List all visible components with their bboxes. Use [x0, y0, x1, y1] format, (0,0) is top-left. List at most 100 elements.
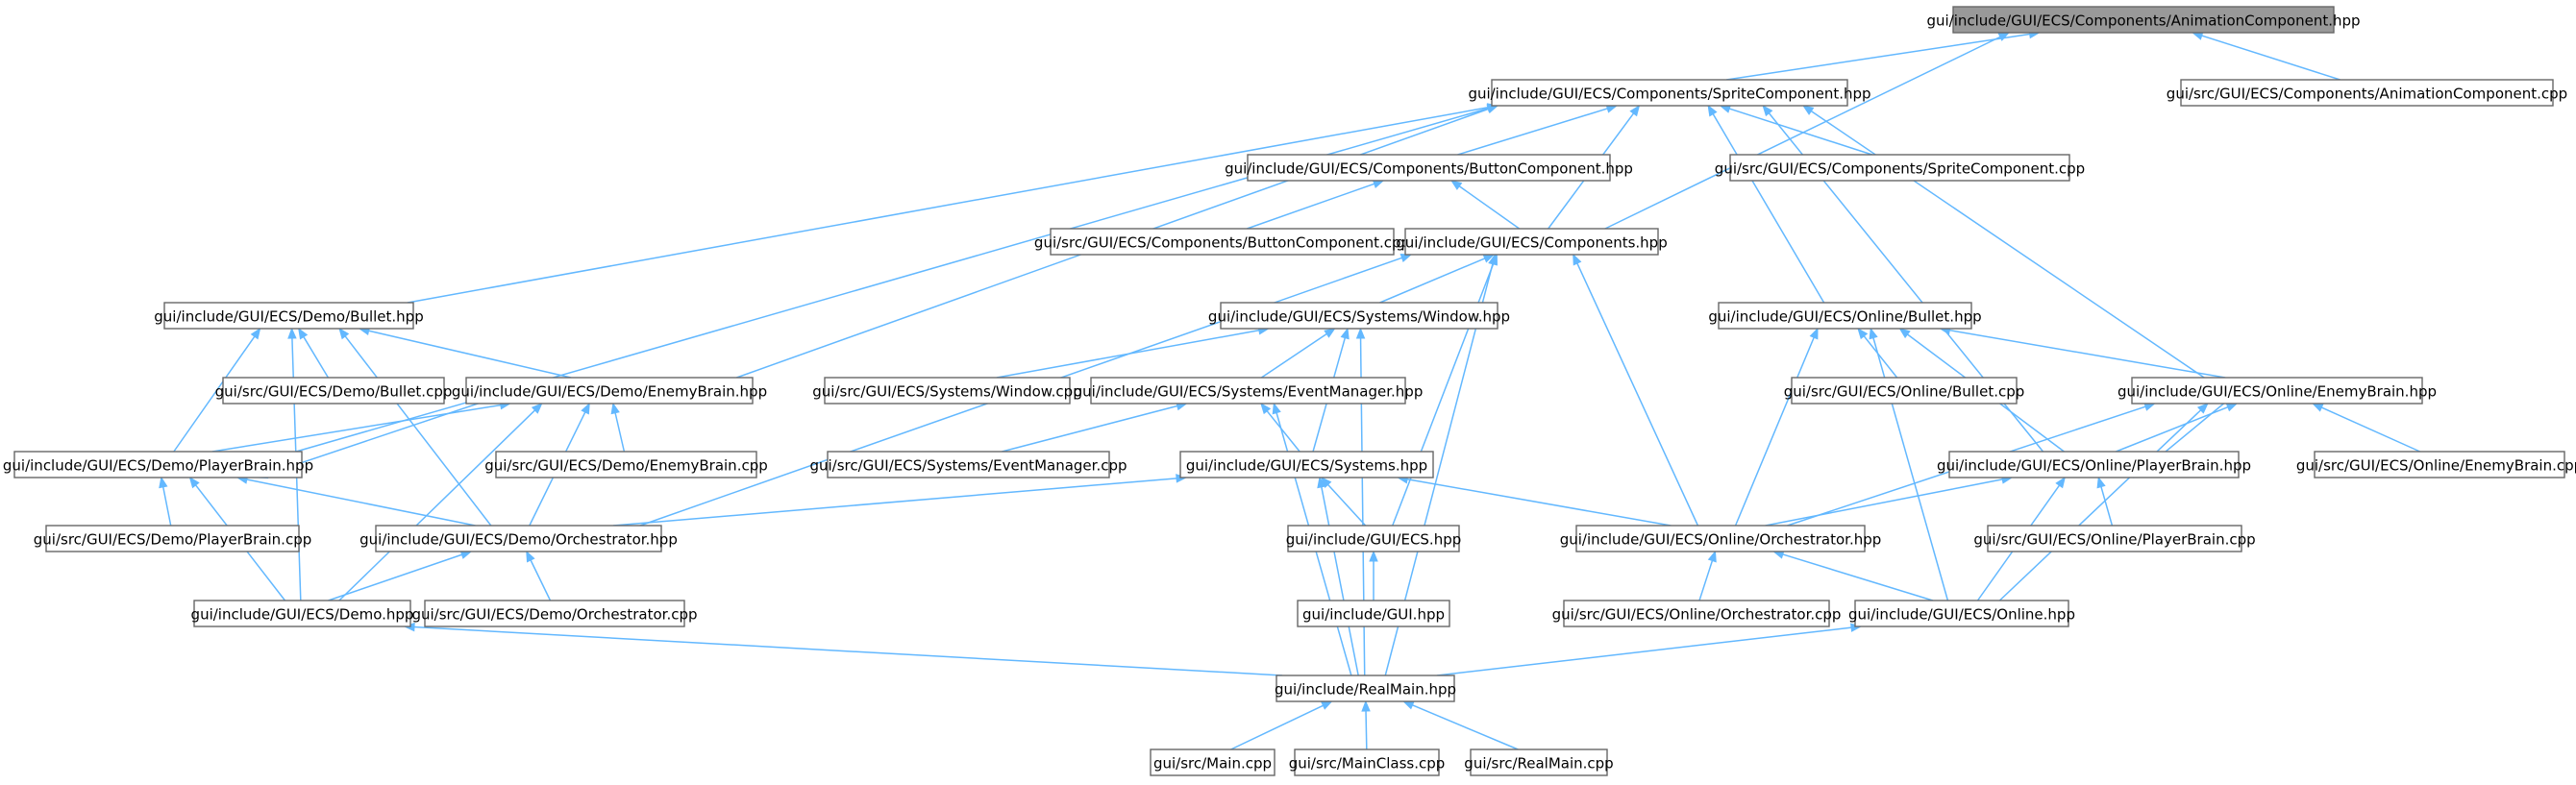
node-demo-bullet-hpp[interactable]: gui/include/GUI/ECS/Demo/Bullet.hpp: [154, 302, 424, 330]
node-box: [1090, 377, 1406, 405]
arrowhead-demo_bullet_hpp: [338, 327, 350, 340]
edge-online_hpp-to-online_enemy_hpp: [1998, 409, 2202, 601]
edge-demo_hpp-to-demo_orch_hpp: [328, 553, 462, 601]
node-label: gui/include/GUI/ECS/Online/PlayerBrain.h…: [1937, 457, 2251, 475]
node-online-bullet-cpp[interactable]: gui/src/GUI/ECS/Online/Bullet.cpp: [1784, 377, 2025, 405]
node-components-hpp[interactable]: gui/include/GUI/ECS/Components.hpp: [1396, 228, 1668, 256]
node-main-cpp[interactable]: gui/src/Main.cpp: [1150, 748, 1276, 776]
node-box: [1718, 302, 1972, 330]
node-gui-hpp[interactable]: gui/include/GUI.hpp: [1297, 600, 1450, 627]
node-box: [1276, 675, 1455, 702]
node-box: [2131, 377, 2423, 405]
node-box: [1287, 525, 1460, 552]
node-online-orch-cpp[interactable]: gui/src/GUI/ECS/Online/Orchestrator.cpp: [1552, 600, 1842, 627]
node-label: gui/include/RealMain.hpp: [1275, 681, 1456, 699]
arrowhead-demo_bullet_hpp: [250, 327, 261, 340]
node-eventmgr-cpp[interactable]: gui/src/GUI/ECS/Systems/EventManager.cpp: [809, 451, 1127, 478]
node-label: gui/src/GUI/ECS/Components/AnimationComp…: [2167, 86, 2567, 103]
node-box: [1220, 302, 1499, 330]
node-mainclass-cpp[interactable]: gui/src/MainClass.cpp: [1289, 748, 1446, 776]
edge-button_cpp-to-button_hpp: [1247, 183, 1375, 230]
node-box: [1050, 228, 1395, 256]
node-button-hpp[interactable]: gui/include/GUI/ECS/Components/ButtonCom…: [1225, 154, 1633, 182]
node-label: gui/include/GUI/ECS/Systems/EventManager…: [1074, 383, 1424, 401]
node-online-enemy-cpp[interactable]: gui/src/GUI/ECS/Online/EnemyBrain.cpp: [2296, 451, 2576, 478]
arrowhead-sprite_hpp: [1629, 104, 1641, 117]
node-label: gui/src/GUI/ECS/Demo/Orchestrator.cpp: [411, 606, 697, 624]
edge-demo_orch_cpp-to-demo_orch_hpp: [530, 559, 552, 601]
node-demo-orch-cpp[interactable]: gui/src/GUI/ECS/Demo/Orchestrator.cpp: [411, 600, 698, 627]
node-sprite-hpp[interactable]: gui/include/GUI/ECS/Components/SpriteCom…: [1468, 79, 1871, 107]
arrowhead-online_bullet_hpp: [1869, 327, 1878, 340]
node-box: [2314, 451, 2565, 478]
arrowhead-button_hpp: [1449, 180, 1463, 190]
node-box: [1948, 451, 2240, 478]
node-sprite-cpp[interactable]: gui/src/GUI/ECS/Components/SpriteCompone…: [1715, 154, 2085, 182]
node-anim-cpp[interactable]: gui/src/GUI/ECS/Components/AnimationComp…: [2167, 79, 2567, 107]
arrowhead-online_bullet_hpp: [1898, 328, 1911, 339]
node-demo-enemy-cpp[interactable]: gui/src/GUI/ECS/Demo/EnemyBrain.cpp: [484, 451, 768, 478]
edge-online_enemy_hpp-to-online_bullet_hpp: [1949, 329, 2226, 379]
node-anim-hpp[interactable]: gui/include/GUI/ECS/Components/Animation…: [1926, 6, 2361, 34]
node-box: [1294, 748, 1440, 776]
node-online-orch-hpp[interactable]: gui/include/GUI/ECS/Online/Orchestrator.…: [1560, 525, 1882, 552]
arrowhead-online_enemy_hpp: [2225, 403, 2239, 412]
node-box: [495, 451, 757, 478]
node-window-cpp[interactable]: gui/src/GUI/ECS/Systems/Window.cpp: [812, 377, 1082, 405]
node-label: gui/src/GUI/ECS/Demo/EnemyBrain.cpp: [484, 457, 768, 475]
node-demo-enemy-hpp[interactable]: gui/include/GUI/ECS/Demo/EnemyBrain.hpp: [452, 377, 767, 405]
node-online-enemy-hpp[interactable]: gui/include/GUI/ECS/Online/EnemyBrain.hp…: [2118, 377, 2437, 405]
node-ecs-hpp[interactable]: gui/include/GUI/ECS.hpp: [1286, 525, 1462, 552]
node-label: gui/src/RealMain.cpp: [1464, 755, 1613, 773]
arrowhead-online_enemy_hpp: [2311, 403, 2324, 412]
edge-demo_orch_hpp-to-demo_bullet_hpp: [344, 335, 492, 527]
node-online-player-cpp[interactable]: gui/src/GUI/ECS/Online/PlayerBrain.cpp: [1973, 525, 2256, 552]
edge-demo_bullet_hpp-to-sprite_hpp: [407, 107, 1489, 304]
edge-online_orch_cpp-to-online_orch_hpp: [1698, 560, 1714, 601]
node-window-hpp[interactable]: gui/include/GUI/ECS/Systems/Window.hpp: [1208, 302, 1510, 330]
node-label: gui/include/GUI/ECS/Demo/Orchestrator.hp…: [359, 531, 678, 549]
node-demo-player-cpp[interactable]: gui/src/GUI/ECS/Demo/PlayerBrain.cpp: [34, 525, 312, 552]
edge-online_orch_hpp-to-online_player_hpp: [1765, 478, 2003, 527]
edge-realmain_hpp-to-systems_hpp: [1321, 486, 1359, 676]
node-label: gui/src/GUI/ECS/Online/PlayerBrain.cpp: [1973, 531, 2255, 549]
node-label: gui/include/GUI/ECS/Components/SpriteCom…: [1468, 86, 1870, 103]
node-box: [424, 600, 685, 627]
node-box: [193, 600, 411, 627]
edge-button_hpp-to-sprite_hpp: [1457, 108, 1608, 156]
node-demo-bullet-cpp[interactable]: gui/src/GUI/ECS/Demo/Bullet.cpp: [215, 377, 453, 405]
node-demo-player-hpp[interactable]: gui/include/GUI/ECS/Demo/PlayerBrain.hpp: [3, 451, 313, 478]
edge-main_cpp-to-realmain_hpp: [1230, 704, 1324, 750]
node-systems-hpp[interactable]: gui/include/GUI/ECS/Systems.hpp: [1179, 451, 1434, 478]
node-online-bullet-hpp[interactable]: gui/include/GUI/ECS/Online/Bullet.hpp: [1708, 302, 1982, 330]
edge-online_orch_hpp-to-components_hpp: [1576, 262, 1699, 527]
node-label: gui/include/GUI/ECS/Demo/EnemyBrain.hpp: [452, 383, 767, 401]
node-demo-hpp[interactable]: gui/include/GUI/ECS/Demo.hpp: [191, 600, 414, 627]
arrowhead-online_orch_hpp: [1707, 550, 1717, 563]
arrowhead-demo_enemy_hpp: [531, 403, 543, 414]
node-realmain-cpp[interactable]: gui/src/RealMain.cpp: [1464, 748, 1614, 776]
node-realmain-hpp[interactable]: gui/include/RealMain.hpp: [1275, 675, 1456, 702]
node-button-cpp[interactable]: gui/src/GUI/ECS/Components/ButtonCompone…: [1034, 228, 1410, 256]
arrowhead-demo_orch_hpp: [526, 550, 535, 563]
node-label: gui/src/GUI/ECS/Components/ButtonCompone…: [1034, 234, 1410, 252]
node-online-player-hpp[interactable]: gui/include/GUI/ECS/Online/PlayerBrain.h…: [1937, 451, 2251, 478]
node-label: gui/include/GUI.hpp: [1302, 606, 1445, 624]
edge-demo_player_cpp-to-demo_player_hpp: [162, 486, 172, 527]
arrowhead-sprite_hpp: [1762, 104, 1773, 117]
node-demo-orch-hpp[interactable]: gui/include/GUI/ECS/Demo/Orchestrator.hp…: [359, 525, 678, 552]
node-box: [827, 451, 1110, 478]
edge-realmain_hpp-to-online_hpp: [1436, 626, 1852, 676]
node-box: [1563, 600, 1830, 627]
node-box: [1952, 6, 2335, 34]
arrowhead-window_hpp: [1340, 327, 1350, 340]
edge-anim_cpp-to-anim_hpp: [2201, 35, 2341, 81]
node-box: [163, 302, 414, 330]
arrowhead-demo_bullet_hpp: [287, 327, 297, 339]
node-box: [222, 377, 445, 405]
edge-online_orch_hpp-to-online_bullet_hpp: [1734, 336, 1815, 527]
node-online-hpp[interactable]: gui/include/GUI/ECS/Online.hpp: [1848, 600, 2075, 627]
edge-demo_orch_hpp-to-demo_player_hpp: [246, 478, 476, 527]
node-box: [1247, 154, 1611, 182]
node-eventmgr-hpp[interactable]: gui/include/GUI/ECS/Systems/EventManager…: [1074, 377, 1424, 405]
